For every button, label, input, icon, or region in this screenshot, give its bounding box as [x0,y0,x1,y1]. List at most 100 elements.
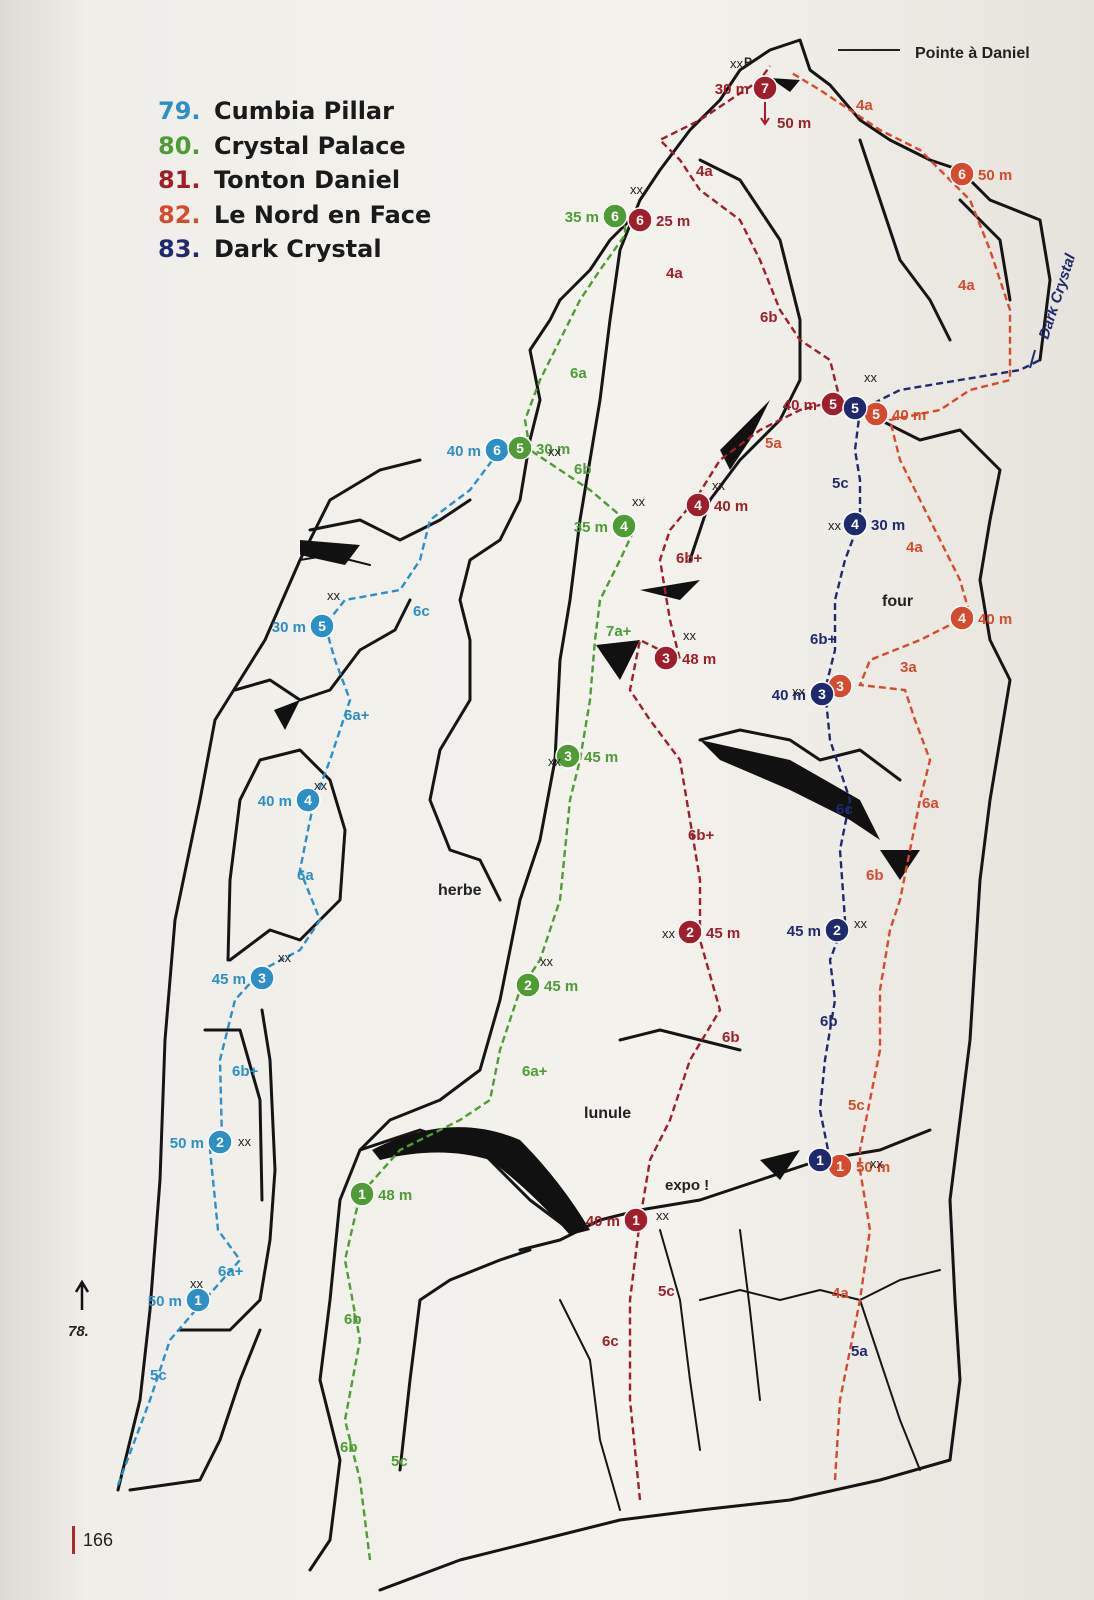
anchor-mark: xx [828,518,842,533]
arrow-up-icon [74,1279,90,1310]
legend-number: 80. [158,131,201,160]
pitch-length: 40 m [783,397,817,414]
belay-number: 1 [632,1212,640,1228]
anchor-mark: xx [632,494,646,509]
legend-number: 82. [158,200,201,229]
ref-arrow-label: 78. [68,1323,89,1340]
anchor-mark: xx [630,182,644,197]
belay-80-3: 3 45 m [555,743,618,769]
belay-83-3: 3 40 m [772,681,835,707]
belay-number: 3 [818,686,826,702]
belay-number: 4 [694,497,702,513]
legend-item: 83.Dark Crystal [158,232,431,267]
rock-drawing [116,38,1052,1592]
grade-label: 6b [760,309,778,326]
grade-label: 6b+ [676,550,703,567]
page-number: 166 [72,1526,113,1554]
belay-81-1: 1 40 m [586,1207,649,1233]
grade-label: 4a [666,265,683,282]
belay-marker [555,743,581,769]
belay-marker [627,207,653,233]
grade-label: 6b+ [810,631,837,648]
belay-83-2: 245 m [787,917,850,943]
belay-number: 6 [611,208,619,224]
belay-number: 4 [620,518,628,534]
summit-callout: Pointe à Daniel [838,45,1030,62]
anchor-mark: xx [548,754,562,769]
belay-marker [207,1129,233,1155]
belay-marker [842,395,868,421]
annotation-p-mark: P [744,55,752,69]
anchor-mark: xx [540,954,554,969]
anchor-mark: xx [854,916,868,931]
anchor-mark: xx [683,628,697,643]
belay-number: 2 [216,1134,224,1150]
belay-marker [309,613,335,639]
grade-label: 6c [836,801,853,818]
grade-label: 6a [922,795,939,812]
belay-number: 7 [761,80,769,96]
belay-79-6: 640 m [447,437,510,463]
overhangs [274,78,920,1235]
belay-marker [752,75,778,101]
belay-number: 6 [493,442,501,458]
pitch-length: 50 m [978,167,1012,184]
belay-number: 1 [194,1292,202,1308]
belay-79-1: 150 m [148,1287,211,1313]
grade-label: 6b [344,1311,362,1328]
pitch-length: 40 m [892,407,926,424]
belay-number: 4 [304,792,312,808]
legend-item: 80.Crystal Palace [158,129,431,164]
anchor-mark: xx [730,56,744,71]
grade-label: 6b [340,1439,358,1456]
route-78-reference: 78. [68,1279,90,1340]
legend-route-name: Cumbia Pillar [214,97,394,125]
belay-marker [653,645,679,671]
pitch-length: 48 m [378,1187,412,1204]
grade-label: 4a [958,277,975,294]
rappel-arrow-icon [760,102,770,126]
belay-number: 5 [851,400,859,416]
belay-number: 6 [958,166,966,182]
legend-item: 81.Tonton Daniel [158,163,431,198]
pitch-length: 40 m [586,1213,620,1230]
pitch-length: 45 m [706,925,740,942]
anchor-mark: xx [656,1208,670,1223]
belay-marker [685,492,711,518]
pitch-length: 30 m [272,619,306,636]
belay-number: 1 [358,1186,366,1202]
anchor-mark: xx [190,1276,204,1291]
grade-label: 5c [848,1097,865,1114]
grade-label: 6b+ [688,827,715,844]
belay-marker [809,681,835,707]
belay-83-5: 5 [842,395,868,421]
grade-label: 5c [832,475,849,492]
pitch-length: 45 m [584,749,618,766]
belay-number: 4 [851,516,859,532]
belay-marker [295,787,321,813]
belay-81-7: 730 m50 m [715,75,811,132]
pitch-length: 40 m [772,687,806,704]
belay-79-3: 345 m [212,965,275,991]
grade-label: 5c [391,1453,408,1470]
legend-route-name: Tonton Daniel [214,166,401,194]
pitch-length: 48 m [682,651,716,668]
belay-79-5: 530 m [272,613,335,639]
pitch-grades: 5c6a+6b+6a6a+6c6b6b5c6a+7a+6b6a6c5c6b6b+… [150,97,975,1470]
annotation-lunule: lunule [584,1105,631,1122]
pitch-length: 40 m [714,498,748,515]
belay-number: 3 [564,748,572,764]
annotation-expo: expo ! [665,1177,709,1194]
grade-label: 4a [856,97,873,114]
grade-label: 7a+ [606,623,632,640]
belay-marker [349,1181,375,1207]
pitch-length: 50 m [856,1159,890,1176]
belay-80-6: 635 m [565,203,628,229]
belay-number: 5 [829,396,837,412]
anchor-mark: xx [314,778,328,793]
